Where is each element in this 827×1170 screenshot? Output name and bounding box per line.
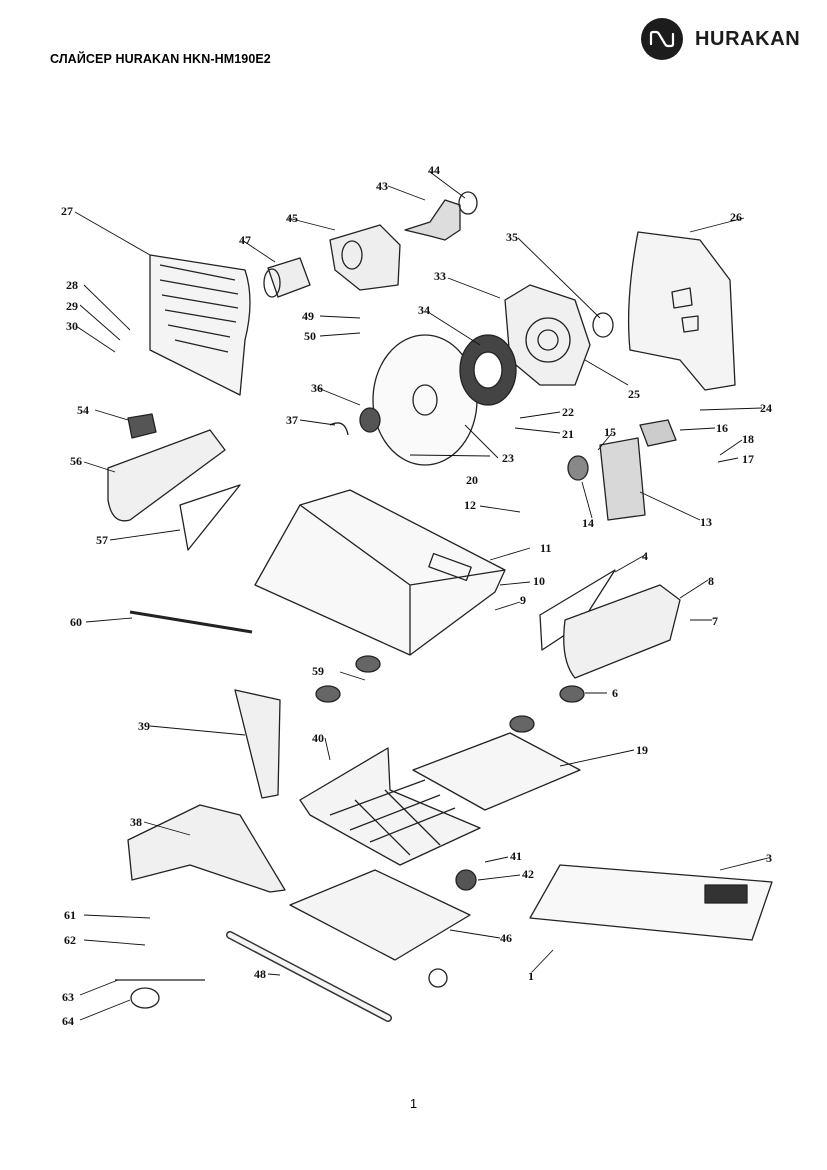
part-carriage-arm xyxy=(127,804,286,893)
callout-number: 30 xyxy=(66,319,78,333)
callout-number: 22 xyxy=(562,405,574,419)
callout-number: 8 xyxy=(708,574,714,588)
callout-number: 44 xyxy=(428,163,440,177)
callout-number: 36 xyxy=(311,381,323,395)
callout-number: 7 xyxy=(712,614,718,628)
callout-number: 14 xyxy=(582,516,594,530)
callout-number: 62 xyxy=(64,933,76,947)
part-carriage-guard xyxy=(563,584,681,679)
part-switch xyxy=(127,413,157,439)
part-foot xyxy=(355,655,381,673)
callout-number: 15 xyxy=(604,425,616,439)
part-bracket xyxy=(179,484,241,551)
callout-number: 9 xyxy=(520,593,526,607)
callout-number: 48 xyxy=(254,967,266,981)
part-cylinder-knob xyxy=(263,257,311,298)
callout-number: 42 xyxy=(522,867,534,881)
callout-number: 34 xyxy=(418,303,430,317)
callout-number: 4 xyxy=(642,549,648,563)
callout-number: 21 xyxy=(562,427,574,441)
callout-number: 6 xyxy=(612,686,618,700)
callout-number: 29 xyxy=(66,299,78,313)
part-motor xyxy=(567,437,646,521)
callout-number: 13 xyxy=(700,515,712,529)
callout-number: 1 xyxy=(528,969,534,983)
callout-number: 12 xyxy=(464,498,476,512)
callout-number: 17 xyxy=(742,452,754,466)
callout-number: 25 xyxy=(628,387,640,401)
part-clip xyxy=(329,422,349,436)
callout-number: 56 xyxy=(70,454,82,468)
part-knob xyxy=(455,869,477,891)
callout-number: 28 xyxy=(66,278,78,292)
callout-number: 49 xyxy=(302,309,314,323)
part-base-plate xyxy=(412,732,581,811)
part-bearing xyxy=(592,312,614,338)
callout-number: 19 xyxy=(636,743,648,757)
callout-number: 23 xyxy=(502,451,514,465)
callout-number: 3 xyxy=(766,851,772,865)
part-slicing-blade xyxy=(372,334,478,466)
callout-number: 59 xyxy=(312,664,324,678)
part-rear-housing xyxy=(627,231,736,391)
callout-number: 43 xyxy=(376,179,388,193)
callout-number: 45 xyxy=(286,211,298,225)
brand-logo: HURAKAN xyxy=(641,18,800,60)
part-main-body xyxy=(254,489,506,656)
callout-number: 60 xyxy=(70,615,82,629)
part-gear-shaft xyxy=(404,191,478,241)
part-bottom-cover xyxy=(529,864,773,941)
part-foot xyxy=(509,715,535,733)
page-number: 1 xyxy=(409,1096,418,1111)
callout-number: 46 xyxy=(500,931,512,945)
part-connector xyxy=(639,419,677,447)
callout-number: 61 xyxy=(64,908,76,922)
hurakan-wave-logo-icon xyxy=(641,18,683,60)
part-blade-cover-slotted xyxy=(149,254,251,396)
part-gear-ring xyxy=(459,334,517,406)
callout-number: 40 xyxy=(312,731,324,745)
part-blade-flange xyxy=(504,284,591,386)
callout-number: 39 xyxy=(138,719,150,733)
part-carriage-tray xyxy=(299,747,481,866)
part-carriage-base xyxy=(289,869,471,961)
part-hub xyxy=(359,407,381,433)
callout-number: 38 xyxy=(130,815,142,829)
callout-number: 26 xyxy=(730,210,742,224)
callout-number: 24 xyxy=(760,401,772,415)
callout-number: 50 xyxy=(304,329,316,343)
callout-number: 20 xyxy=(466,473,478,487)
document-title: СЛАЙСЕР HURAKAN HKN-HM190E2 xyxy=(50,52,271,66)
callout-number: 41 xyxy=(510,849,522,863)
callout-number: 63 xyxy=(62,990,74,1004)
brand-name: HURAKAN xyxy=(695,27,801,50)
callout-number: 54 xyxy=(77,403,89,417)
callout-number: 35 xyxy=(506,230,518,244)
part-foot xyxy=(315,685,341,703)
part-power-cable xyxy=(129,610,253,634)
part-foot xyxy=(559,685,585,703)
callout-number: 47 xyxy=(239,233,251,247)
callout-number: 57 xyxy=(96,533,108,547)
callout-number: 33 xyxy=(434,269,446,283)
part-sleeve xyxy=(130,987,160,1009)
part-motor-housing xyxy=(329,224,401,291)
callout-number: 11 xyxy=(540,541,551,555)
callout-number: 10 xyxy=(533,574,545,588)
callout-number: 64 xyxy=(62,1014,74,1028)
callout-number: 18 xyxy=(742,432,754,446)
part-left-frame xyxy=(107,429,226,522)
part-food-pusher xyxy=(234,689,281,799)
callout-number: 27 xyxy=(61,204,73,218)
callout-number: 16 xyxy=(716,421,728,435)
part-bushing xyxy=(428,968,448,988)
callout-number: 37 xyxy=(286,413,298,427)
